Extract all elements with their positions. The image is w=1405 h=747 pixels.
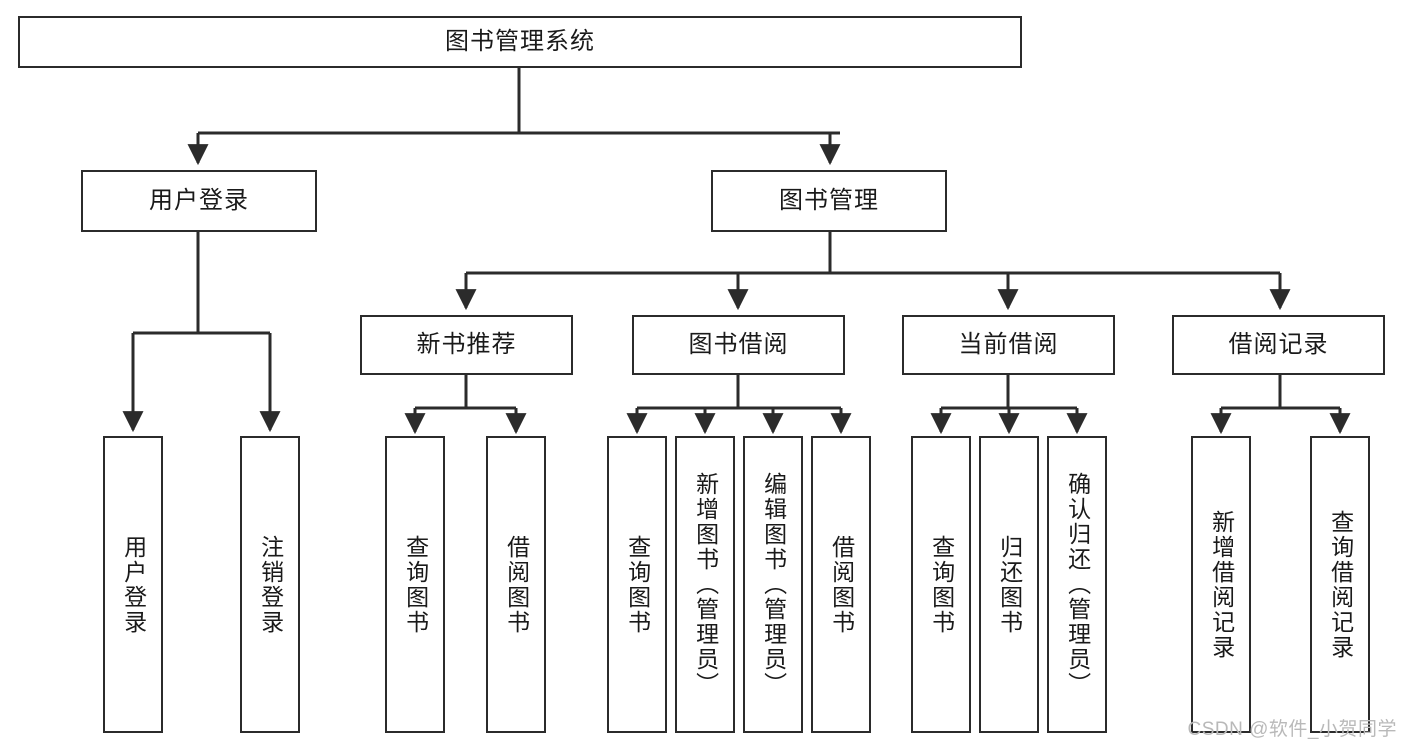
node-label: 查询图书 bbox=[624, 534, 651, 635]
leaf-user-login-login[interactable]: 用户登录 bbox=[103, 436, 163, 733]
node-label: 注销登录 bbox=[257, 534, 284, 635]
leaf-borrow-add-book-admin[interactable]: 新增图书（管理员） bbox=[675, 436, 735, 733]
node-label: 新增图书（管理员） bbox=[692, 472, 719, 697]
node-borrow-record[interactable]: 借阅记录 bbox=[1172, 315, 1385, 375]
node-label: 新书推荐 bbox=[416, 330, 517, 358]
node-root-book-management-system[interactable]: 图书管理系统 bbox=[18, 16, 1022, 68]
node-label: 借阅图书 bbox=[828, 534, 855, 635]
leaf-current-return-book[interactable]: 归还图书 bbox=[979, 436, 1039, 733]
node-label: 新增借阅记录 bbox=[1208, 509, 1235, 660]
node-new-book-recommend[interactable]: 新书推荐 bbox=[360, 315, 573, 375]
node-label: 当前借阅 bbox=[958, 330, 1059, 358]
leaf-borrow-borrow-book[interactable]: 借阅图书 bbox=[811, 436, 871, 733]
node-book-management[interactable]: 图书管理 bbox=[711, 170, 947, 232]
node-user-login[interactable]: 用户登录 bbox=[81, 170, 317, 232]
node-label: 查询图书 bbox=[928, 534, 955, 635]
node-label: 确认归还（管理员） bbox=[1064, 472, 1091, 697]
leaf-new-book-query-book[interactable]: 查询图书 bbox=[385, 436, 445, 733]
leaf-record-add-borrow-record[interactable]: 新增借阅记录 bbox=[1191, 436, 1251, 733]
leaf-borrow-query-book[interactable]: 查询图书 bbox=[607, 436, 667, 733]
node-label: 借阅记录 bbox=[1228, 330, 1329, 358]
node-label: 编辑图书（管理员） bbox=[760, 472, 787, 697]
node-label: 图书管理系统 bbox=[445, 27, 595, 55]
node-label: 图书管理 bbox=[779, 186, 879, 214]
node-book-borrow[interactable]: 图书借阅 bbox=[632, 315, 845, 375]
leaf-new-book-borrow-book[interactable]: 借阅图书 bbox=[486, 436, 546, 733]
node-label: 用户登录 bbox=[120, 534, 147, 635]
node-label: 查询借阅记录 bbox=[1327, 509, 1354, 660]
node-label: 用户登录 bbox=[149, 186, 249, 214]
watermark-csdn: CSDN @软件_小贺同学 bbox=[1187, 719, 1397, 740]
node-label: 图书借阅 bbox=[688, 330, 789, 358]
leaf-borrow-edit-book-admin[interactable]: 编辑图书（管理员） bbox=[743, 436, 803, 733]
leaf-record-query-borrow-record[interactable]: 查询借阅记录 bbox=[1310, 436, 1370, 733]
node-label: 借阅图书 bbox=[503, 534, 530, 635]
node-label: 归还图书 bbox=[996, 534, 1023, 635]
node-label: 查询图书 bbox=[402, 534, 429, 635]
node-current-borrow[interactable]: 当前借阅 bbox=[902, 315, 1115, 375]
leaf-current-confirm-return-admin[interactable]: 确认归还（管理员） bbox=[1047, 436, 1107, 733]
leaf-user-login-logout[interactable]: 注销登录 bbox=[240, 436, 300, 733]
leaf-current-query-book[interactable]: 查询图书 bbox=[911, 436, 971, 733]
